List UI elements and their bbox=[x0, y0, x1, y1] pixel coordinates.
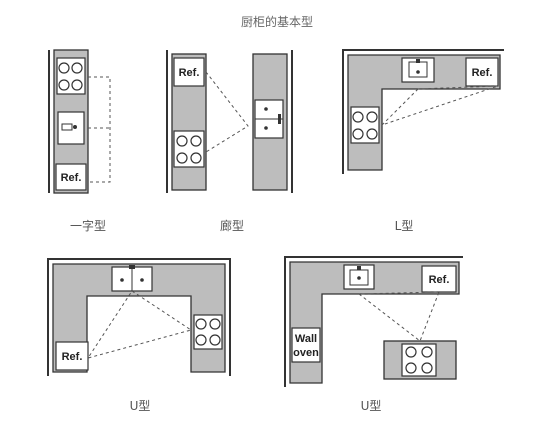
faucet bbox=[357, 266, 361, 270]
ref-label: Ref. bbox=[179, 67, 200, 79]
wall-line bbox=[342, 49, 504, 174]
layout-galley: Ref. 廊型 bbox=[166, 50, 293, 233]
layout-l-shape: Ref. L型 bbox=[342, 49, 504, 233]
counter bbox=[52, 263, 226, 373]
burner bbox=[421, 346, 433, 358]
burner bbox=[176, 135, 188, 147]
layout-one-wall: Ref. 一字型 bbox=[48, 49, 111, 233]
layout-u-shape-1: Ref. U型 bbox=[47, 258, 231, 413]
burner bbox=[176, 152, 188, 164]
burner bbox=[195, 334, 207, 346]
burner bbox=[209, 334, 221, 346]
burner bbox=[352, 111, 364, 123]
faucet bbox=[61, 123, 73, 131]
faucet bbox=[416, 59, 420, 63]
work-triangle bbox=[358, 291, 440, 342]
ref-label: Ref. bbox=[472, 67, 493, 79]
drain bbox=[140, 278, 144, 282]
wall-oven-label-line2: oven bbox=[293, 347, 319, 359]
faucet bbox=[278, 114, 281, 124]
layout-label: U型 bbox=[130, 399, 151, 413]
refrigerator bbox=[55, 163, 87, 191]
faucet bbox=[129, 265, 135, 269]
drain bbox=[264, 107, 268, 111]
refrigerator bbox=[173, 57, 205, 87]
wall-line bbox=[47, 258, 231, 376]
burner bbox=[195, 318, 207, 330]
drain bbox=[357, 276, 361, 280]
work-triangle bbox=[88, 76, 111, 183]
burner bbox=[405, 362, 417, 374]
burner bbox=[190, 135, 202, 147]
drain bbox=[120, 278, 124, 282]
burner bbox=[366, 128, 378, 140]
layout-label: L型 bbox=[395, 219, 414, 233]
wall-line bbox=[284, 256, 463, 387]
refrigerator bbox=[55, 341, 89, 371]
burner bbox=[366, 111, 378, 123]
layout-label: 廊型 bbox=[220, 218, 244, 233]
refrigerator bbox=[421, 265, 457, 293]
layout-u-shape-2: Ref. Wall oven U型 bbox=[284, 256, 463, 413]
work-triangle bbox=[381, 85, 499, 126]
burner bbox=[58, 79, 70, 91]
burner bbox=[58, 62, 70, 74]
diagram-title: 厨柜的基本型 bbox=[241, 14, 313, 29]
burner bbox=[71, 62, 83, 74]
drain bbox=[416, 70, 420, 74]
drain bbox=[73, 125, 77, 129]
wall-oven-label-line1: Wall bbox=[295, 333, 317, 345]
burner bbox=[352, 128, 364, 140]
burner bbox=[209, 318, 221, 330]
ref-label: Ref. bbox=[429, 274, 450, 286]
burner bbox=[71, 79, 83, 91]
work-triangle bbox=[86, 290, 193, 359]
work-triangle bbox=[205, 71, 249, 153]
ref-label: Ref. bbox=[62, 351, 83, 363]
layout-label: 一字型 bbox=[70, 218, 106, 233]
ref-label: Ref. bbox=[61, 172, 82, 184]
refrigerator bbox=[465, 57, 499, 87]
counter bbox=[347, 54, 501, 171]
drain bbox=[264, 126, 268, 130]
wall-oven bbox=[291, 327, 321, 363]
layout-label: U型 bbox=[361, 399, 382, 413]
burner bbox=[190, 152, 202, 164]
burner bbox=[421, 362, 433, 374]
burner bbox=[405, 346, 417, 358]
